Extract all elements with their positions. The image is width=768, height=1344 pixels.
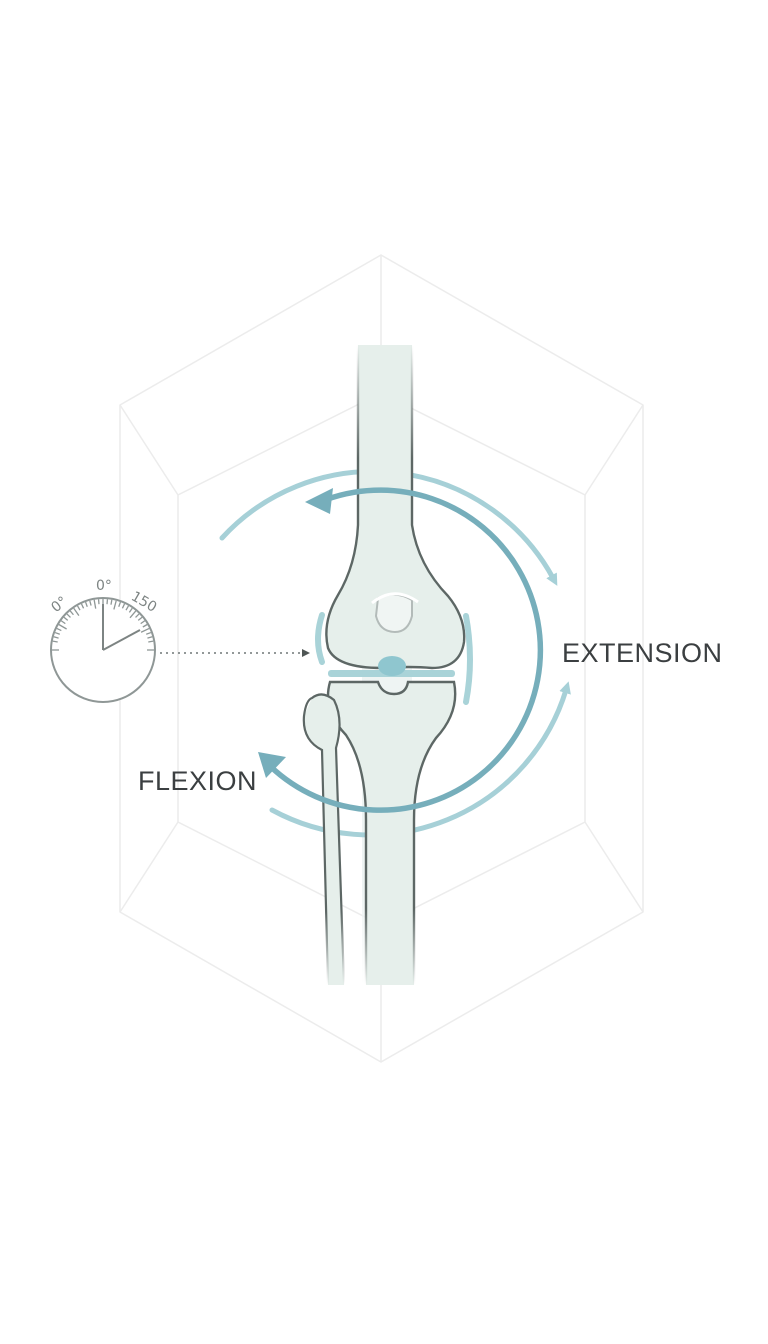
joint-space-nub (378, 656, 406, 676)
dial-tick (129, 610, 137, 619)
goniometer-dial-icon: 0° 0° 150 (48, 578, 159, 703)
right-ligament (463, 613, 473, 705)
dial-tick (89, 600, 92, 606)
dial-tick (146, 631, 152, 635)
dial-tick (125, 605, 130, 611)
dial-tick (63, 616, 69, 621)
hexagon-edge (119, 821, 179, 913)
tibia-bone (326, 680, 457, 985)
dial-tick (148, 640, 154, 643)
femur-bone (325, 345, 466, 670)
flexion-arrow-icon (258, 752, 286, 778)
dial-tick (121, 603, 126, 609)
hexagon-edge (119, 404, 179, 496)
primary-motion-arc (267, 487, 544, 813)
patella-outline (374, 593, 413, 634)
dial-tick (110, 599, 113, 605)
dial-tick (137, 616, 143, 621)
outer-flexion-return-arc (269, 681, 571, 838)
dial-tick (142, 623, 148, 628)
dial-tick (84, 601, 88, 607)
left-ligament (315, 612, 325, 665)
dial-tick (147, 636, 153, 639)
dial-tick (80, 603, 85, 609)
hexagon-edge (584, 404, 644, 496)
dial-tick (58, 623, 67, 630)
dial-tick (140, 627, 150, 633)
hexagon-frame (119, 254, 644, 1063)
dial-tick (56, 627, 62, 632)
flexion-label: FLEXION (138, 766, 257, 796)
dial-tick (54, 631, 60, 635)
dial-tick (60, 620, 66, 625)
dial-tick (113, 600, 117, 610)
dial-tick (66, 613, 71, 618)
extension-label: EXTENSION (562, 638, 723, 668)
dial-label-left: 0° (48, 594, 70, 616)
dial-tick (93, 599, 97, 609)
dial-tick (53, 636, 59, 639)
dial-tick (76, 605, 81, 611)
dial-needle-angled (102, 629, 141, 651)
dial-tick (69, 610, 74, 616)
dial-tick (140, 620, 146, 625)
fibula-bone (302, 693, 346, 986)
dial-label-top: 0° (96, 578, 112, 594)
dial-tick (73, 607, 80, 616)
knee-cartilage (315, 612, 473, 705)
dial-tick (52, 640, 58, 643)
hexagon-edge (584, 821, 644, 913)
extension-arrow-icon (305, 488, 333, 514)
dial-tick (128, 607, 133, 613)
dial-tick (135, 613, 140, 618)
dial-tick (118, 601, 122, 607)
